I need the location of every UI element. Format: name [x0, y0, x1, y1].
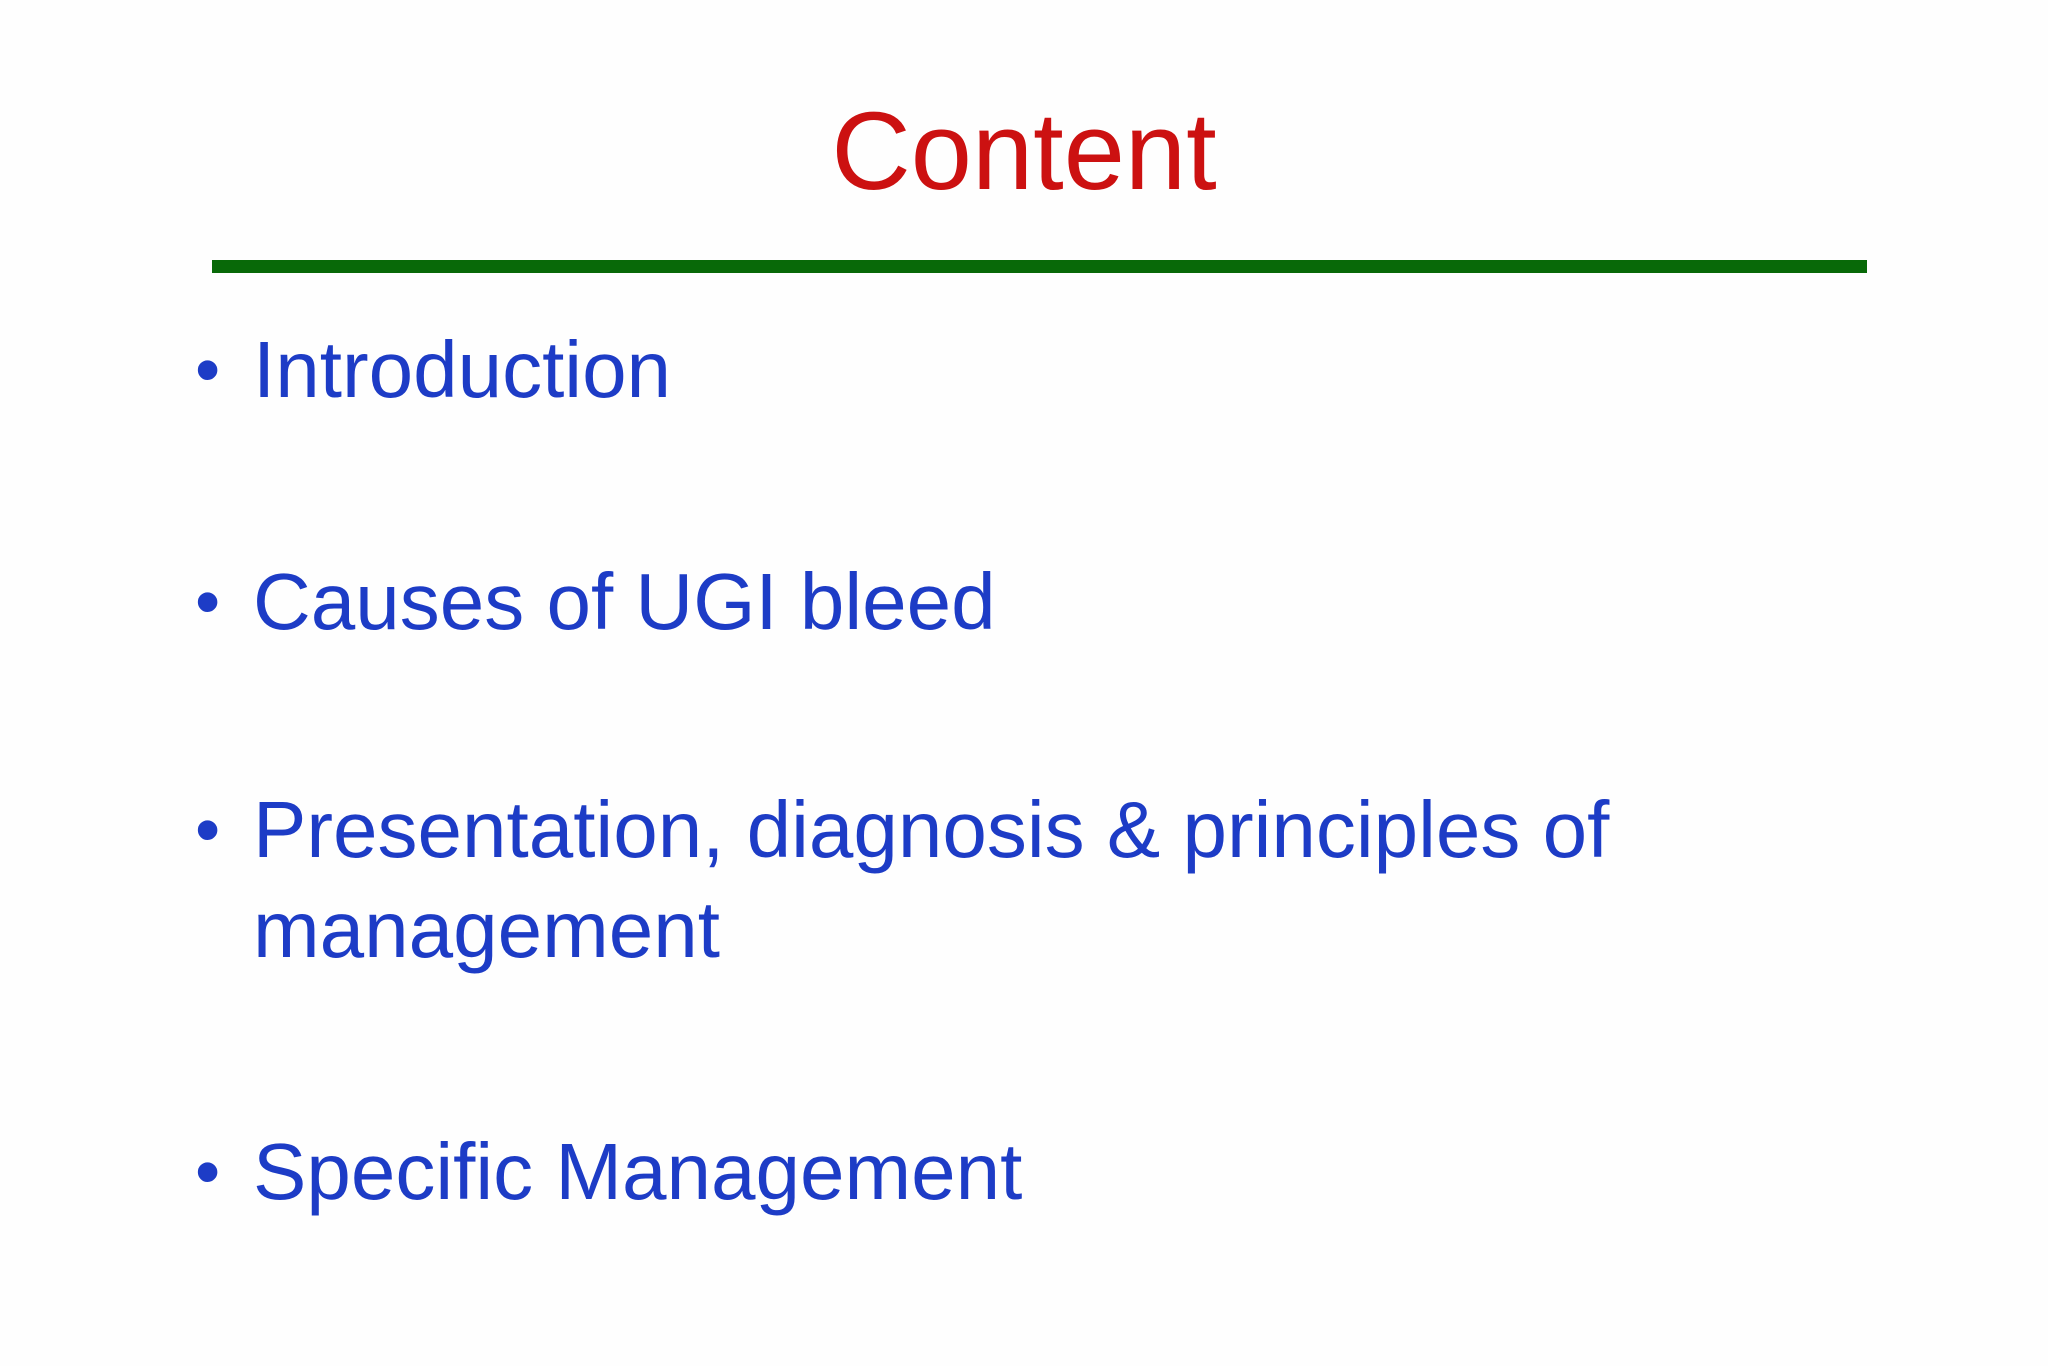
list-item: • Presentation, diagnosis & principles o…: [195, 780, 1955, 980]
bullet-dot-icon: •: [195, 330, 221, 410]
bullet-dot-icon: •: [195, 1132, 221, 1212]
bullet-text: Introduction: [253, 325, 672, 414]
title-divider-rule: [212, 260, 1867, 273]
list-item: • Specific Management: [195, 1122, 1955, 1222]
page-title: Content: [831, 90, 1217, 213]
bullet-text: Causes of UGI bleed: [253, 557, 996, 646]
list-item: • Causes of UGI bleed: [195, 552, 1955, 652]
bullet-dot-icon: •: [195, 562, 221, 642]
bullet-text: Specific Management: [253, 1127, 1023, 1216]
bullet-list: • Introduction • Causes of UGI bleed • P…: [195, 320, 1955, 1222]
list-item: • Introduction: [195, 320, 1955, 420]
bullet-text: Presentation, diagnosis & principles of …: [253, 785, 1610, 974]
bullet-dot-icon: •: [195, 790, 221, 870]
